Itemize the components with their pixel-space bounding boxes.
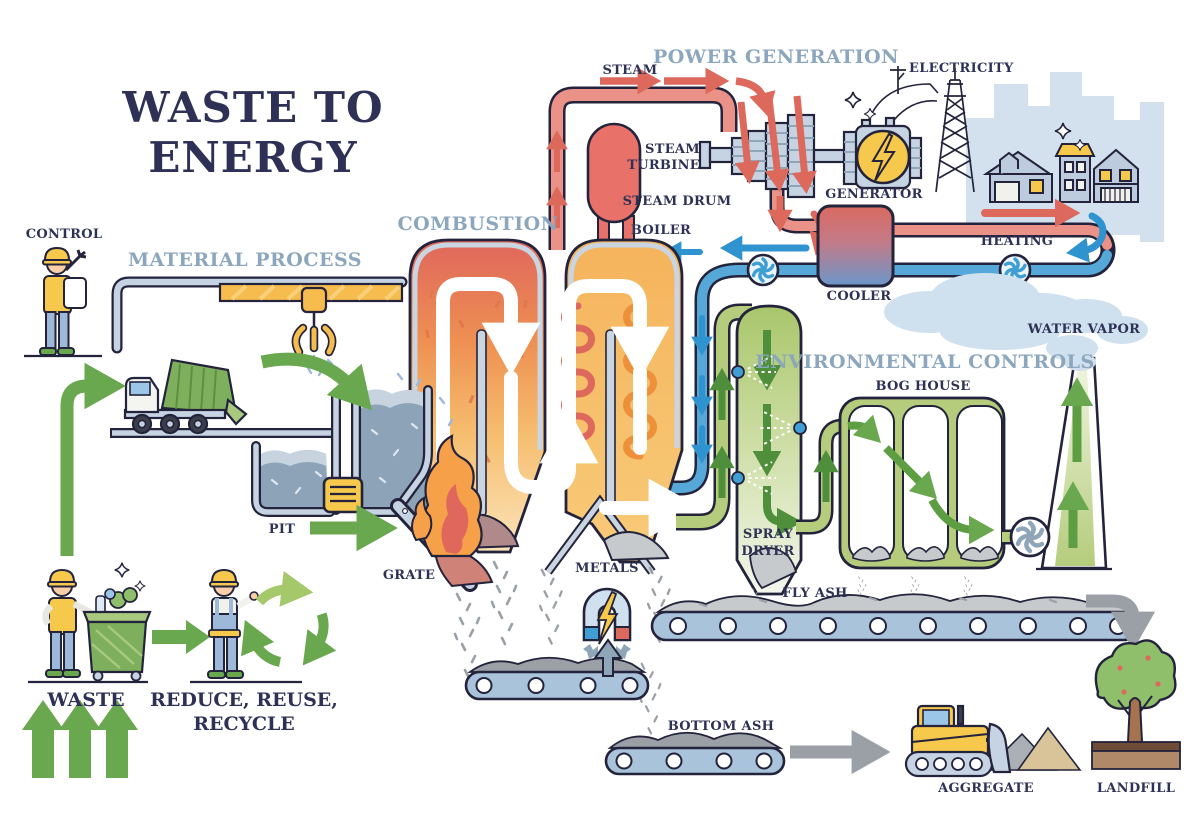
combustion-baffle xyxy=(476,329,487,517)
falling-ash xyxy=(490,560,518,646)
waste-bin xyxy=(82,587,152,682)
label-cooler: COOLER xyxy=(827,289,892,304)
label-spray-dryer-line2: DRYER xyxy=(741,544,794,559)
metals-conveyor xyxy=(464,656,650,701)
sparkle-icon xyxy=(114,562,130,578)
label-heating: HEATING xyxy=(981,234,1053,249)
label-aggregate: AGGREGATE xyxy=(937,781,1034,796)
waste-reduction-arrows xyxy=(22,700,138,778)
recycle-icon xyxy=(241,571,337,667)
section-material-process: MATERIAL PROCESS xyxy=(128,249,362,271)
label-control: CONTROL xyxy=(26,227,103,242)
flue-to-spray-pipe xyxy=(676,303,752,531)
waste-pit xyxy=(251,370,454,524)
transmission-tower-icon xyxy=(935,68,975,193)
crane-frame xyxy=(111,276,408,354)
steam-flow-arrow xyxy=(735,77,776,117)
power-lines xyxy=(867,83,939,123)
metals-lift-arrow xyxy=(593,638,623,677)
falling-ash xyxy=(453,592,481,678)
falling-ash xyxy=(538,568,563,645)
steam-drum xyxy=(586,122,642,249)
label-metals: METALS xyxy=(575,561,639,576)
section-power-generation: POWER GENERATION xyxy=(653,46,899,68)
tree-trunk xyxy=(1126,697,1144,743)
fly-ash-conveyor xyxy=(650,593,1140,642)
electricity-pole-icon xyxy=(890,66,906,94)
houses xyxy=(982,143,1139,203)
generator xyxy=(842,116,923,190)
label-steam: STEAM xyxy=(603,63,658,78)
label-reduce-reuse-line1: REDUCE, REUSE, xyxy=(150,689,338,711)
label-landfill: LANDFILL xyxy=(1097,781,1175,796)
text-layer: WASTE TO ENERGY MATERIAL PROCESS COMBUST… xyxy=(26,46,1175,796)
cooler-unit xyxy=(816,204,895,288)
sparkle-icon xyxy=(134,580,146,592)
bottom-ash-conveyor xyxy=(604,731,786,776)
label-boiler: BOILER xyxy=(631,223,691,238)
label-bottom-ash: BOTTOM ASH xyxy=(668,719,774,734)
label-bog-house: BOG HOUSE xyxy=(875,379,970,394)
spray-nozzles xyxy=(731,355,807,495)
fire xyxy=(411,434,483,558)
label-steam-turbine-line1: STEAM xyxy=(645,142,700,157)
label-electricity: ELECTRICITY xyxy=(909,61,1014,76)
bulldozer xyxy=(904,704,1012,778)
induced-draft-fan-icon xyxy=(1011,518,1049,556)
label-pit: PIT xyxy=(269,522,295,537)
label-steam-turbine-line2: TURBINE xyxy=(627,158,700,173)
recycle-worker xyxy=(190,568,302,684)
label-spray-dryer-line1: SPRAY xyxy=(743,527,794,542)
label-reduce-reuse-line2: RECYCLE xyxy=(193,713,295,735)
landfill xyxy=(1091,639,1181,770)
lightning-icon xyxy=(596,590,619,645)
label-steam-drum: STEAM DRUM xyxy=(623,194,732,209)
heating-return-curve-arrow xyxy=(1066,212,1107,263)
bog-house xyxy=(838,396,1006,570)
water-vapor-cloud xyxy=(884,273,1148,371)
material-flow-arrows xyxy=(60,352,398,556)
turbine-steam-arrows xyxy=(734,95,817,233)
label-fly-ash: FLY ASH xyxy=(782,586,847,601)
fan-icon xyxy=(746,253,780,287)
label-water-vapor: WATER VAPOR xyxy=(1027,322,1140,337)
lightning-icon xyxy=(871,132,896,182)
spray-to-bog-pipe xyxy=(796,418,856,535)
label-grate: GRATE xyxy=(383,568,435,583)
tree-canopy xyxy=(1094,639,1177,710)
page-title-line1: WASTE TO xyxy=(121,83,383,132)
steam-pipe xyxy=(546,67,776,250)
garbage-truck xyxy=(123,358,248,435)
boiler-ash-pile xyxy=(602,531,670,562)
waste-to-recycle-arrow xyxy=(152,620,210,654)
boiler-baffle xyxy=(605,329,616,511)
label-generator: GENERATOR xyxy=(825,187,922,202)
section-environmental-controls: ENVIRONMENTAL CONTROLS xyxy=(755,351,1094,373)
metals-magnet xyxy=(582,587,632,677)
fly-ash-to-landfill-arrow xyxy=(1086,594,1156,651)
bog-house-ash xyxy=(852,546,999,562)
sparkle-icon xyxy=(844,91,862,109)
control-worker xyxy=(24,246,102,358)
label-waste: WASTE xyxy=(46,689,124,711)
spray-dryer-ash xyxy=(749,547,798,590)
page-title-line2: ENERGY xyxy=(148,133,357,182)
section-combustion: COMBUSTION xyxy=(398,213,559,235)
bog-house-flow-arrows xyxy=(847,414,995,545)
flue-gas-arrows xyxy=(436,277,702,538)
spray-dryer xyxy=(731,304,807,596)
